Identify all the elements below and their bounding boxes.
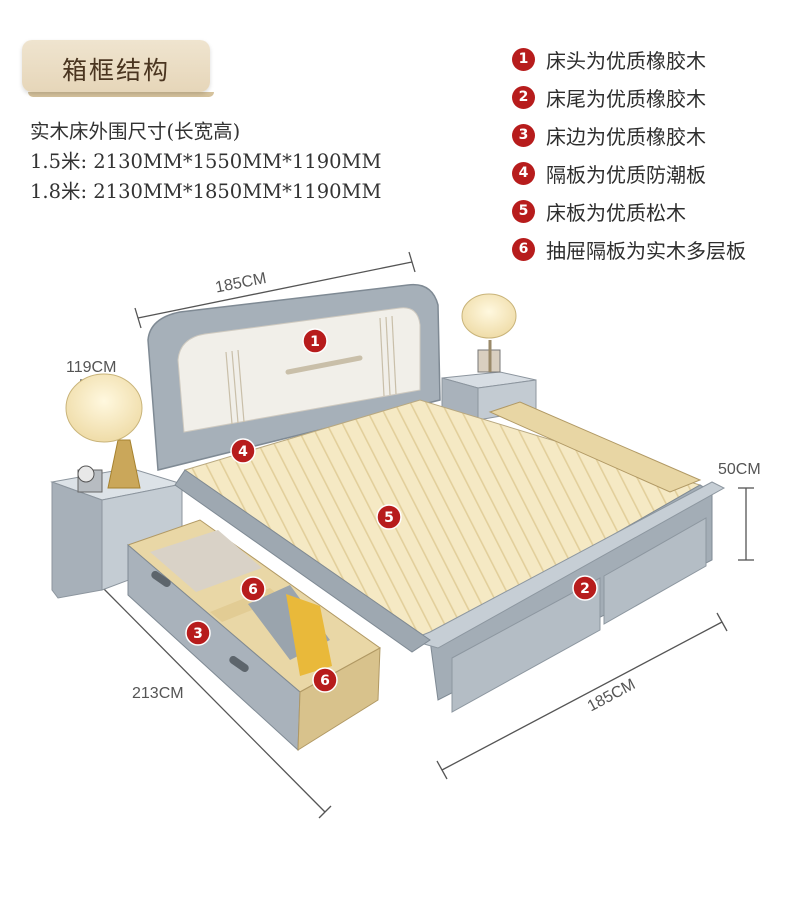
length-label: 213CM — [132, 685, 184, 702]
number-badge-icon: 2 — [512, 85, 535, 109]
callout-3-number: 3 — [193, 626, 203, 642]
feature-text: 床尾为优质橡胶木 — [546, 86, 706, 111]
callout-5-number: 5 — [384, 510, 394, 526]
callout-1-number: 1 — [310, 334, 320, 350]
side-drawer — [127, 519, 381, 752]
callout-2: 2 — [572, 575, 598, 601]
right-nightstand — [441, 293, 537, 421]
callout-4: 4 — [230, 438, 256, 464]
feature-item-6: 6 抽屉隔板为实木多层板 — [512, 230, 746, 268]
feature-text: 床板为优质松木 — [546, 200, 686, 225]
dimension-drawer-height: 50CM — [718, 461, 761, 561]
feature-text: 床边为优质橡胶木 — [546, 124, 706, 149]
dimensions-heading: 实木床外围尺寸(长宽高) — [30, 120, 241, 143]
headboard — [147, 283, 441, 471]
bottom-width-label: 185CM — [585, 676, 639, 715]
number-badge-icon: 6 — [512, 237, 535, 261]
dimensions-row-1-8m: 1.8米: 2130MM*1850MM*1190MM — [30, 180, 382, 203]
callout-1: 1 — [302, 328, 328, 354]
number-badge-icon: 5 — [512, 199, 535, 223]
feature-item-5: 5 床板为优质松木 — [512, 192, 746, 230]
callout-2-number: 2 — [580, 581, 590, 597]
dimension-length: 213CM — [93, 578, 332, 819]
callout-5: 5 — [376, 504, 402, 530]
feature-text: 床头为优质橡胶木 — [546, 48, 706, 73]
section-title: 箱框结构 — [61, 56, 170, 85]
feature-item-4: 4 隔板为优质防潮板 — [512, 154, 746, 192]
drawer-height-label: 50CM — [718, 461, 761, 478]
number-badge-icon: 4 — [512, 161, 535, 185]
callout-6b: 6 — [312, 667, 338, 693]
number-badge-icon: 3 — [512, 123, 535, 147]
feature-item-1: 1 床头为优质橡胶木 — [512, 40, 746, 78]
number-badge-icon: 1 — [512, 47, 535, 71]
height-label: 119CM — [66, 359, 116, 376]
callout-6a-number: 6 — [248, 582, 258, 598]
dimensions-row-1-5m: 1.5米: 2130MM*1550MM*1190MM — [30, 150, 382, 173]
callout-3: 3 — [185, 620, 211, 646]
feature-list: 1 床头为优质橡胶木 2 床尾为优质橡胶木 3 床边为优质橡胶木 4 隔板为优质… — [512, 40, 746, 268]
feature-item-2: 2 床尾为优质橡胶木 — [512, 78, 746, 116]
callout-4-number: 4 — [238, 444, 248, 460]
dimensions-block: 实木床外围尺寸(长宽高) 1.5米: 2130MM*1550MM*1190MM … — [30, 117, 381, 207]
feature-item-3: 3 床边为优质橡胶木 — [512, 116, 746, 154]
feature-text: 抽屉隔板为实木多层板 — [546, 238, 746, 263]
callout-6b-number: 6 — [320, 673, 330, 689]
bed-frame — [174, 399, 726, 713]
callout-6a: 6 — [240, 576, 266, 602]
feature-text: 隔板为优质防潮板 — [546, 162, 706, 187]
right-storage — [488, 401, 702, 493]
left-nightstand — [50, 373, 183, 599]
